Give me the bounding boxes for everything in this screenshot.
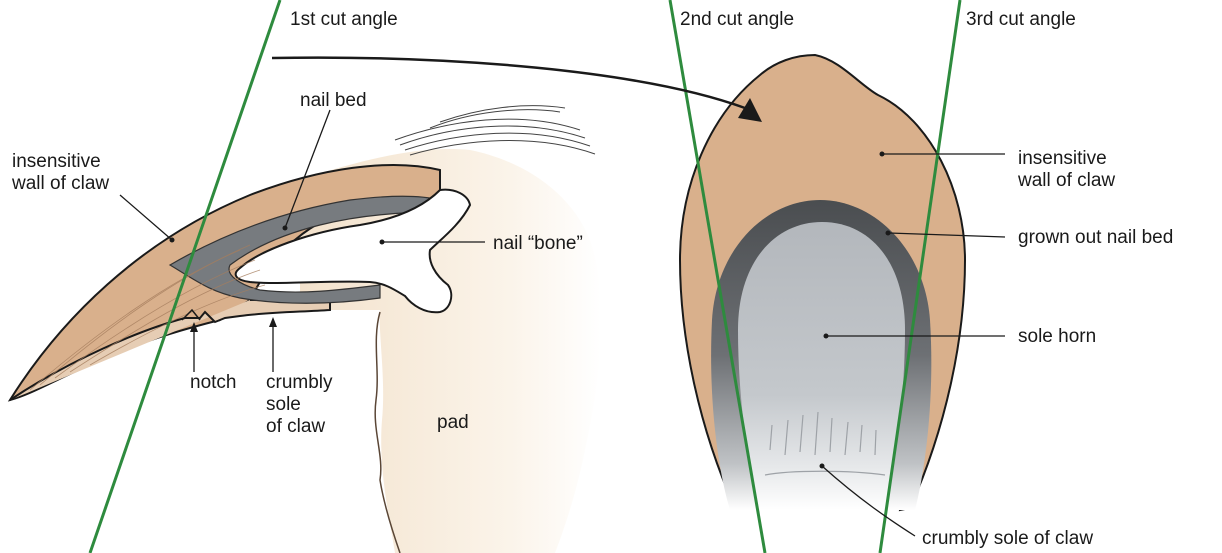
label-insensitive-right-2: wall of claw xyxy=(1017,170,1115,191)
label-crumbly-left-2: sole xyxy=(266,394,301,415)
label-pad: pad xyxy=(437,412,469,433)
label-crumbly-left-3: of claw xyxy=(266,416,325,437)
label-3rd-cut: 3rd cut angle xyxy=(966,9,1076,30)
label-2nd-cut: 2nd cut angle xyxy=(680,9,794,30)
label-crumbly-sole-right: crumbly sole of claw xyxy=(922,528,1093,549)
leader-insensitive-left xyxy=(120,195,172,240)
label-sole-horn: sole horn xyxy=(1018,326,1096,347)
label-nail-bone: nail “bone” xyxy=(493,233,583,254)
label-insensitive-right-1: insensitive xyxy=(1018,148,1107,169)
label-insensitive-left-1: insensitive xyxy=(12,151,101,172)
label-notch: notch xyxy=(190,372,236,393)
cross-section xyxy=(680,55,965,510)
label-nail-bed: nail bed xyxy=(300,90,367,111)
label-crumbly-left-1: crumbly xyxy=(266,372,333,393)
fur-strokes xyxy=(395,106,595,155)
label-insensitive-left-2: wall of claw xyxy=(11,173,109,194)
label-1st-cut: 1st cut angle xyxy=(290,9,398,30)
label-grown-out-nail-bed: grown out nail bed xyxy=(1018,227,1173,248)
